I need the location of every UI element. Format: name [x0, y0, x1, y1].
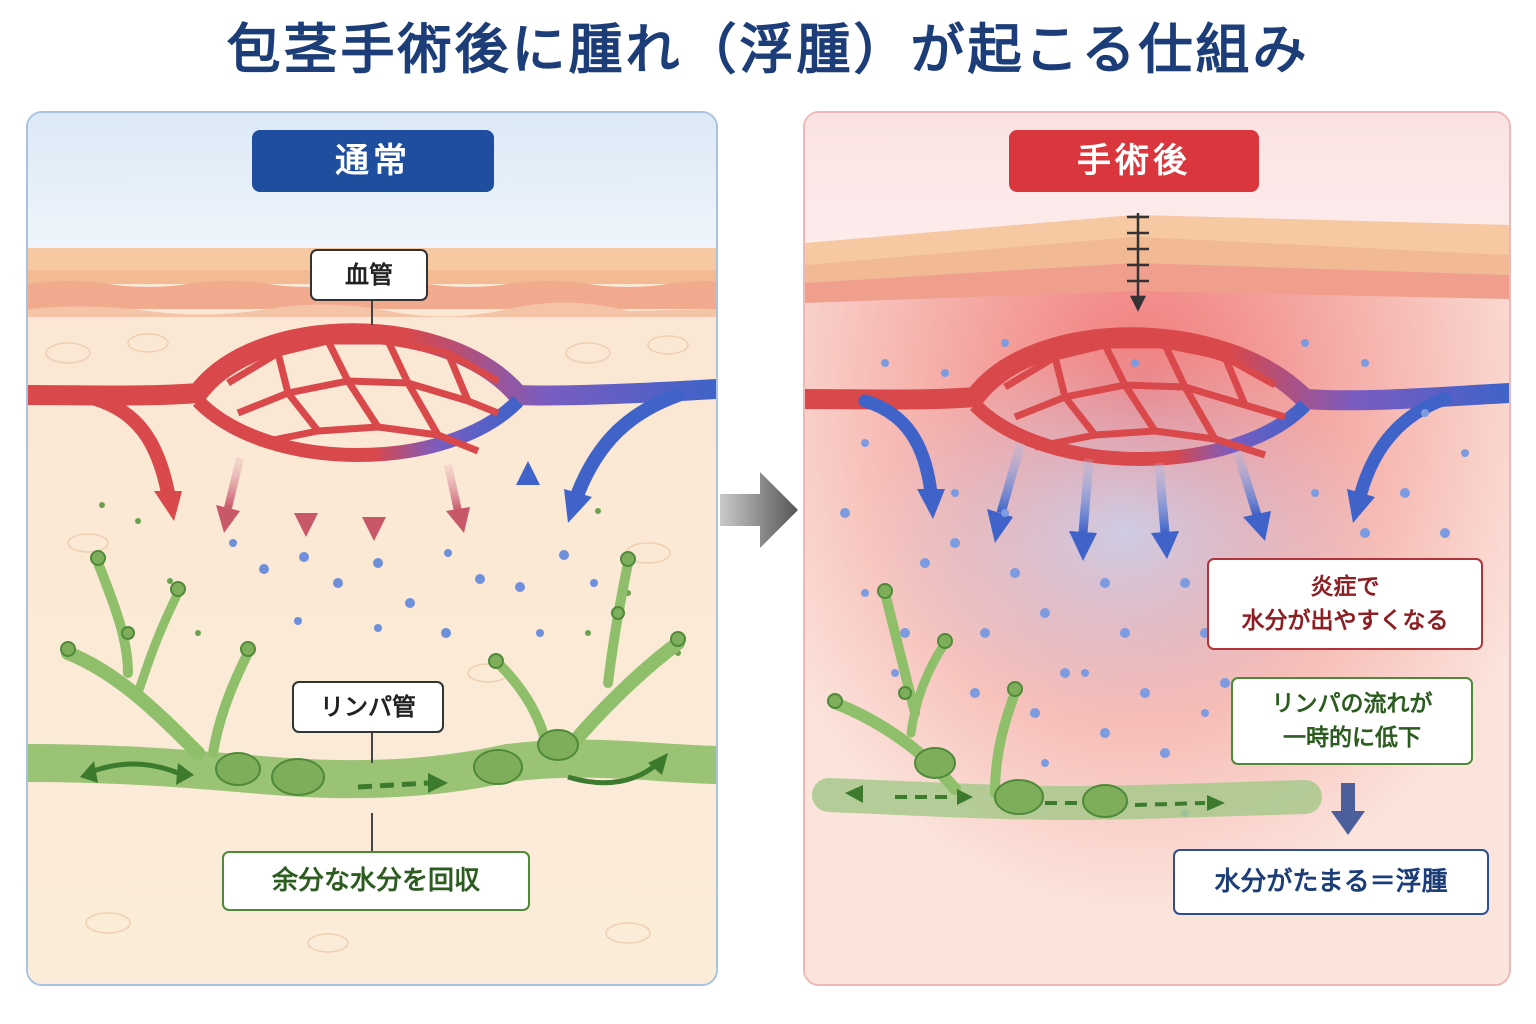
edema-label: 水分がたまる＝浮腫 [1173, 849, 1489, 915]
lymph-decline-label: リンパの流れが 一時的に低下 [1231, 677, 1473, 765]
suture-icon [1127, 213, 1149, 312]
blood-vessel-label: 血管 [310, 249, 428, 301]
post-surgery-header: 手術後 [1009, 130, 1259, 192]
seepage-arrows [216, 457, 540, 541]
post-surgery-panel: 手術後 炎症で 水分が出やすくなる リンパの流れが 一時的に低下 水分がたまる＝… [803, 111, 1511, 986]
normal-panel: 通常 血管 リンパ管 余分な水分を回収 [26, 111, 718, 986]
right-arrow-icon [720, 472, 798, 548]
leakage-arrows [987, 441, 1271, 561]
down-arrow-icon [1331, 783, 1365, 835]
normal-header: 通常 [252, 130, 494, 192]
lymph-vessel-label: リンパ管 [292, 681, 444, 733]
page-title: 包茎手術後に腫れ（浮腫）が起こる仕組み [226, 18, 1310, 81]
inflammation-label: 炎症で 水分が出やすくなる [1207, 558, 1483, 650]
recovery-label: 余分な水分を回収 [222, 851, 530, 911]
